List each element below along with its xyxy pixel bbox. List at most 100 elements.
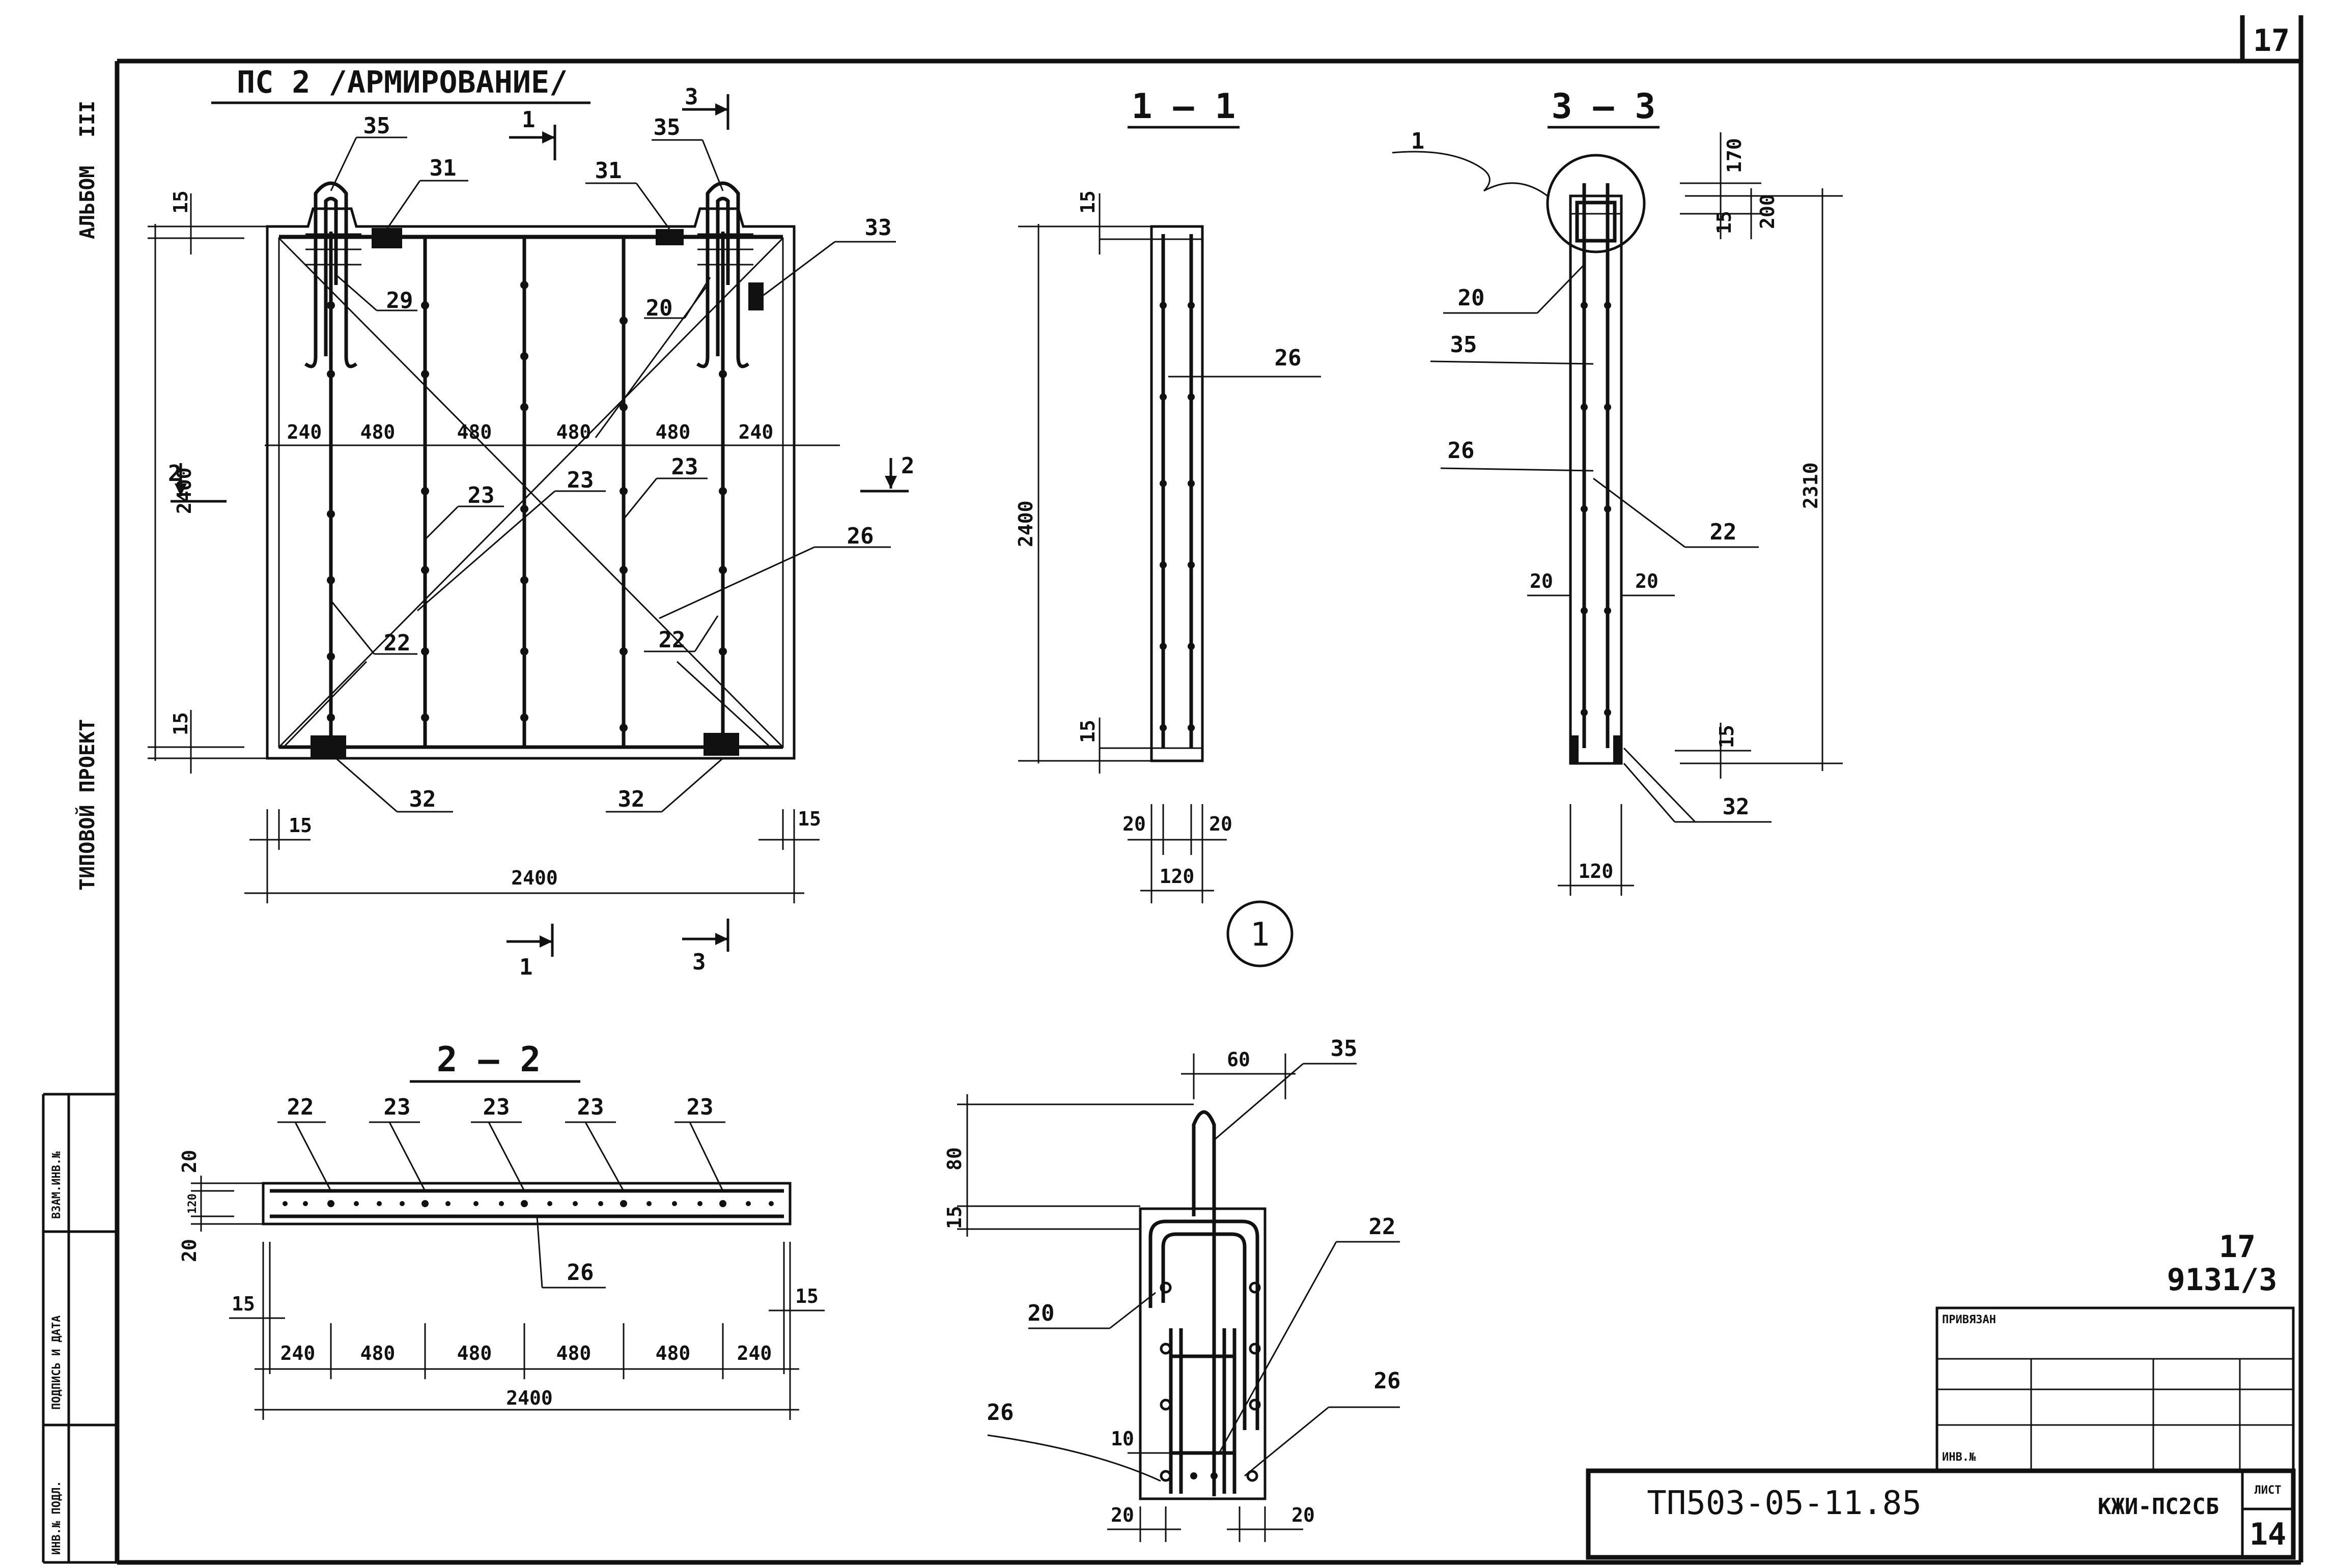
detail-mark-22: 22	[1369, 1214, 1396, 1240]
section-3-3-left-side: 20	[1530, 570, 1553, 592]
spacing-6: 240	[739, 421, 774, 443]
detail-mark-26-right: 26	[1374, 1368, 1401, 1394]
main-top-cover-dim: 15	[170, 190, 192, 214]
section-1-1: 1 — 1 26 2400 15 15 20 20 120	[1015, 87, 1321, 903]
section-2-2-mark-23-b: 23	[483, 1094, 510, 1120]
section-3-3: 3 — 3 1 20 35 26 22 32 20 20	[1392, 87, 1843, 896]
mark-22-left: 22	[384, 630, 411, 656]
section-2-2: 2 — 2 22 23 23 23 23 26 120 20 20 15	[178, 1040, 825, 1420]
section-3-3-bottom-cover: 15	[1716, 725, 1738, 748]
main-view: ПС 2 /АРМИРОВАНИЕ/	[148, 65, 915, 980]
section-2-2-mark-26: 26	[567, 1260, 594, 1286]
section-3-3-mark-26: 26	[1448, 438, 1475, 464]
cut-mark-3-top: 3	[682, 84, 729, 130]
section-2-2-top-side: 20	[178, 1150, 201, 1173]
spacing-5: 480	[656, 421, 691, 443]
document-code: КЖИ-ПС2СБ	[2098, 1494, 2219, 1520]
main-width-dim: 2400	[511, 867, 558, 889]
section-2-2-mark-23-c: 23	[577, 1094, 604, 1120]
detail-mark-20: 20	[1028, 1300, 1055, 1326]
left-stamp-strip: ИНВ.№ ПОДЛ. ПОДПИСЬ И ДАТА ВЗАМ.ИНВ.№	[42, 1093, 117, 1564]
spacing-3: 480	[457, 421, 492, 443]
rebar-dots	[327, 281, 727, 732]
section-2-2-right-cover: 15	[795, 1285, 819, 1307]
section-2-2-thickness: 120	[186, 1193, 199, 1214]
cut-mark-3-bottom-label: 3	[692, 949, 706, 975]
stamp-sign-date: ПОДПИСЬ И ДАТА	[50, 1316, 63, 1410]
section-3-3-height: 2310	[1800, 462, 1822, 509]
section-2-2-left-cover: 15	[232, 1293, 255, 1315]
section-2-2-mark-23-a: 23	[384, 1094, 411, 1120]
section-3-3-mark-35: 35	[1450, 332, 1477, 358]
section-2-2-mark-23-d: 23	[687, 1094, 714, 1120]
detail-dim-60: 60	[1227, 1048, 1250, 1071]
section-3-3-mark-20: 20	[1458, 285, 1485, 311]
stamp-replace-inv: ВЗАМ.ИНВ.№	[50, 1151, 63, 1219]
mark-35-right: 35	[654, 115, 681, 140]
section-1-1-mark-26: 26	[1275, 345, 1302, 371]
section-3-3-thickness: 120	[1579, 860, 1614, 882]
view-title: ПС 2 /АРМИРОВАНИЕ/	[237, 65, 568, 100]
section-3-3-mark-22: 22	[1710, 519, 1737, 545]
section-2-2-spacing-6: 240	[737, 1342, 772, 1364]
title-inv-label: ИНВ.№	[1942, 1451, 1976, 1464]
section-2-2-spacing-2: 480	[360, 1342, 396, 1364]
section-1-1-thickness: 120	[1160, 865, 1195, 888]
project-code: ТП503-05-11.85	[1647, 1485, 1921, 1522]
section-2-2-dots	[283, 1200, 774, 1207]
stamp-inv-orig: ИНВ.№ ПОДЛ.	[50, 1480, 63, 1555]
mark-26: 26	[847, 523, 874, 549]
detail-dim-10: 10	[1111, 1428, 1134, 1450]
detail-node-1: 35 22 20 26 26 60 80 15 10 20 20	[943, 1036, 1400, 1542]
cut-mark-1-top-label: 1	[522, 107, 536, 133]
cut-mark-2-left-label: 2	[168, 461, 182, 487]
sheet-corner-number: 17	[2253, 23, 2290, 59]
mark-23-c: 23	[671, 454, 698, 480]
cut-mark-2-right-label: 2	[901, 453, 915, 479]
cut-mark-1-bottom: 1	[507, 924, 554, 980]
section-3-3-right-side: 20	[1635, 570, 1659, 592]
section-3-3-mark-32: 32	[1723, 794, 1750, 820]
side-caption: АЛЬБОМ III ТИПОВОЙ ПРОЕКТ	[75, 101, 99, 891]
cut-mark-3-top-label: 3	[685, 84, 698, 110]
lifting-loop-left	[304, 181, 361, 368]
node-marker: 1	[1226, 900, 1294, 967]
section-2-2-total: 2400	[506, 1387, 553, 1409]
cut-mark-1-bottom-label: 1	[519, 954, 533, 980]
section-3-3-node-label: 1	[1411, 128, 1425, 154]
section-2-2-spacing-4: 480	[556, 1342, 592, 1364]
section-3-3-top-200: 200	[1756, 194, 1779, 229]
spacing-4: 480	[556, 421, 592, 443]
section-2-2-bottom-side: 20	[178, 1239, 201, 1262]
mark-22-right: 22	[659, 627, 686, 653]
mark-32-right: 32	[618, 786, 645, 812]
lifting-loop-right	[696, 181, 753, 368]
cut-mark-2-left: 2	[168, 461, 227, 503]
sheet-number: 14	[2250, 1517, 2286, 1552]
section-1-1-height: 2400	[1015, 500, 1037, 547]
node-marker-number: 1	[1250, 916, 1270, 954]
mark-31-right: 31	[595, 158, 622, 184]
mark-23-a: 23	[468, 482, 495, 508]
mark-35-left: 35	[363, 113, 390, 139]
section-2-2-spacing-5: 480	[656, 1342, 691, 1364]
main-right-cover-dim: 15	[798, 808, 821, 830]
spacing-1: 240	[287, 421, 322, 443]
section-2-2-mark-22: 22	[287, 1094, 314, 1120]
section-1-1-right-side: 20	[1209, 813, 1232, 835]
section-1-1-bottom-cover: 15	[1077, 720, 1099, 743]
cut-mark-2-right: 2	[860, 453, 915, 493]
main-left-cover-dim: 15	[289, 814, 312, 837]
cut-mark-3-bottom: 3	[682, 919, 729, 975]
section-1-1-top-cover: 15	[1077, 190, 1099, 214]
mark-23-b: 23	[567, 467, 594, 493]
main-bottom-cover-dim: 15	[170, 712, 192, 735]
section-3-3-top-cover: 15	[1713, 211, 1735, 234]
sheet-ref-number: 17	[2219, 1229, 2256, 1265]
mark-31-left: 31	[430, 155, 457, 181]
spacing-2: 480	[360, 421, 396, 443]
main-height-dim: 2400	[173, 467, 195, 514]
title-block: ПРИВЯЗАН ИНВ.№ ТП503-05-11.85 КЖИ-ПС2СБ …	[1586, 1306, 2296, 1560]
